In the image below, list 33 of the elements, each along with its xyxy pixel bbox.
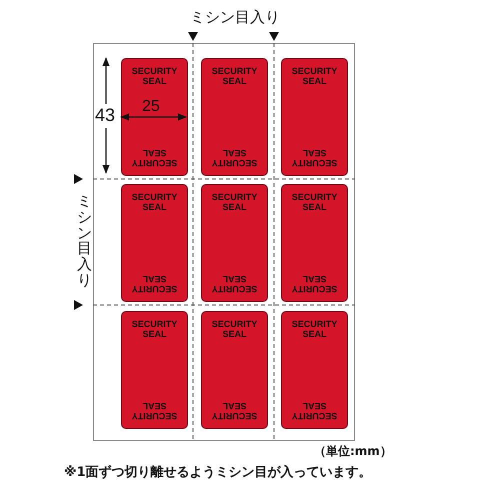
seal-label — [201, 58, 268, 176]
seal-text: SECURITY SEAL — [130, 66, 178, 86]
seal-label — [281, 311, 348, 429]
seal-text: SECURITY SEAL — [130, 319, 178, 339]
upside-down-seal-text: SECURITY SEAL — [210, 148, 258, 168]
seal-label — [121, 184, 188, 302]
unit-note: （単位:mm） — [314, 445, 392, 458]
seal-text: SECURITY SEAL — [290, 66, 338, 86]
seal-label — [201, 184, 268, 302]
upside-down-seal-text: SECURITY SEAL — [290, 401, 338, 421]
upside-down-seal-text: SECURITY SEAL — [130, 274, 178, 294]
label-sheet — [93, 43, 355, 441]
upside-down-seal-text: SECURITY SEAL — [130, 148, 178, 168]
seal-label — [201, 311, 268, 429]
seal-text: SECURITY SEAL — [290, 319, 338, 339]
seal-text: SECURITY SEAL — [210, 192, 258, 212]
seal-text: SECURITY SEAL — [130, 192, 178, 212]
seal-text: SECURITY SEAL — [290, 192, 338, 212]
seal-text: SECURITY SEAL — [210, 66, 258, 86]
dimension-value: 25 — [142, 98, 160, 116]
upside-down-seal-text: SECURITY SEAL — [290, 274, 338, 294]
upside-down-seal-text: SECURITY SEAL — [130, 401, 178, 421]
seal-label — [281, 58, 348, 176]
upside-down-seal-text: SECURITY SEAL — [210, 274, 258, 294]
perforation-label: ミシン目入り — [190, 9, 280, 26]
upside-down-seal-text: SECURITY SEAL — [290, 148, 338, 168]
perforation-label: ミシン目入り — [77, 194, 92, 288]
seal-label — [121, 311, 188, 429]
note-text: ※1面ずつ切り離せるようミシン目が入っています。 — [64, 466, 372, 480]
upside-down-seal-text: SECURITY SEAL — [210, 401, 258, 421]
seal-label — [281, 184, 348, 302]
seal-label — [121, 58, 188, 176]
seal-text: SECURITY SEAL — [210, 319, 258, 339]
